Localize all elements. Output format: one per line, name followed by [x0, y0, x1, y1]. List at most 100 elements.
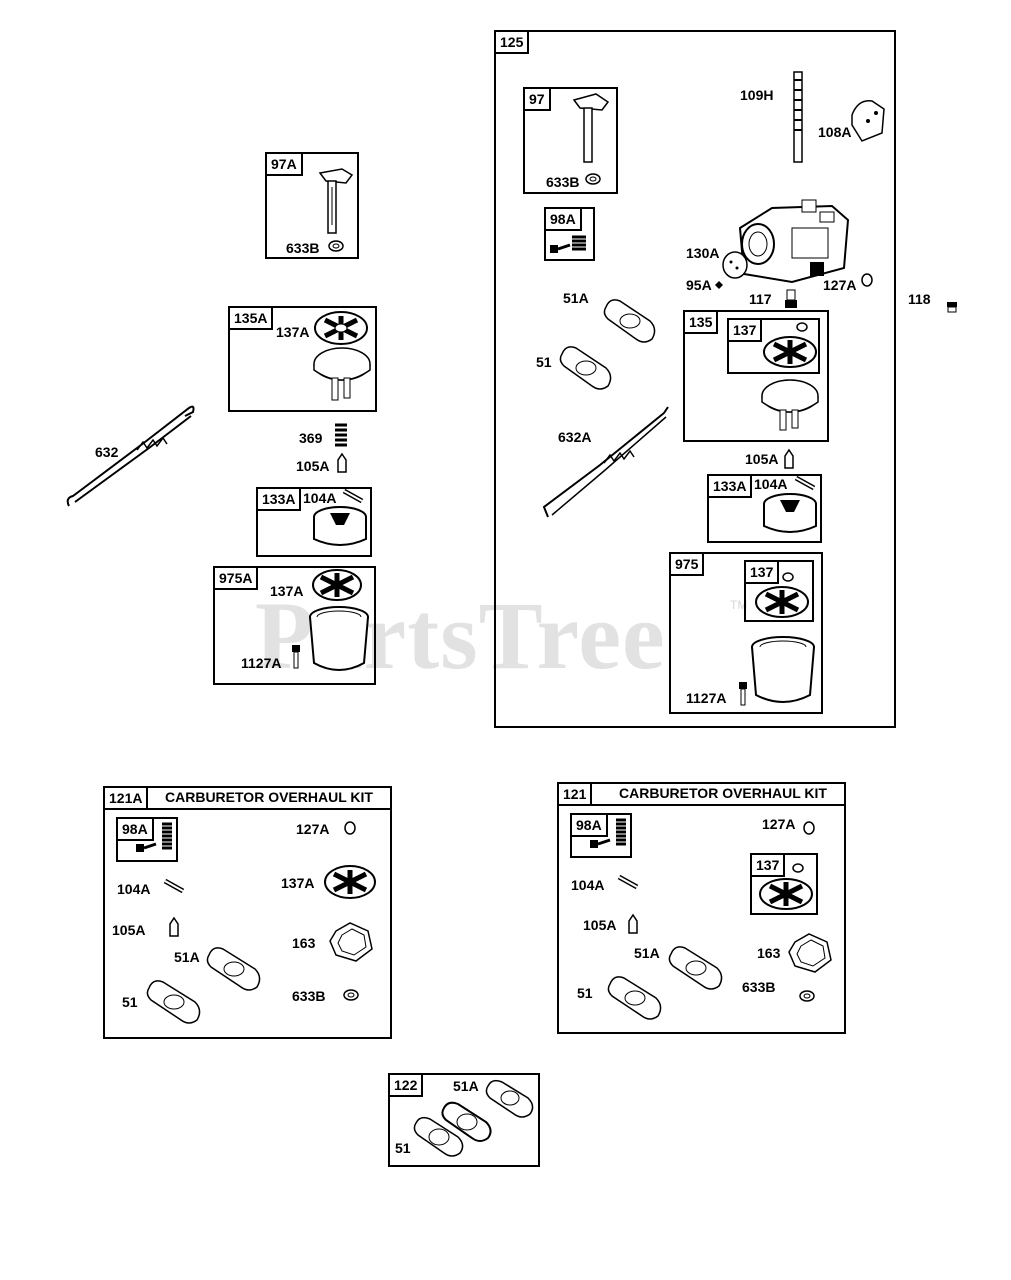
part-label-163[interactable]: 163 [757, 945, 781, 961]
part-label-633B[interactable]: 633B [546, 174, 580, 190]
part-label-105A[interactable]: 105A [112, 922, 146, 938]
part-label-105A[interactable]: 105A [296, 458, 330, 474]
gasket-51A-icon[interactable] [665, 942, 727, 994]
assembly-box-135A[interactable]: 135A [228, 306, 377, 412]
part-label-104A[interactable]: 104A [303, 490, 337, 506]
throttle-plate-icon[interactable] [848, 95, 888, 145]
bowl-screw-icon[interactable] [291, 645, 301, 669]
part-label-1127A[interactable]: 1127A [241, 655, 282, 671]
plug-icon[interactable] [945, 300, 959, 314]
part-label-118[interactable]: 118 [908, 291, 931, 307]
part-label-104A[interactable]: 104A [571, 877, 605, 893]
float-pin-icon[interactable] [163, 879, 185, 893]
assembly-box-135[interactable]: 135 [683, 310, 829, 442]
part-label-51A[interactable]: 51A [453, 1078, 479, 1094]
gasket-spacer-icon[interactable] [438, 1098, 496, 1148]
idle-screw-spring-icon[interactable] [548, 233, 590, 257]
throttle-shaft-icon[interactable] [788, 70, 808, 166]
assembly-box-97[interactable]: 97 [523, 87, 618, 194]
choke-lever-icon[interactable] [568, 88, 614, 166]
part-label-117[interactable]: 117 [749, 291, 772, 307]
part-label-632[interactable]: 632 [95, 444, 119, 460]
part-label-51A[interactable]: 51A [634, 945, 660, 961]
float-icon[interactable] [312, 505, 368, 551]
assembly-box-137[interactable]: 137 [727, 318, 820, 374]
float-bowl-gasket-icon[interactable] [311, 568, 363, 602]
needle-valve-icon[interactable] [169, 918, 179, 940]
part-label-104A[interactable]: 104A [117, 881, 151, 897]
part-label-95A[interactable]: 95A [686, 277, 712, 293]
assembly-box-975[interactable]: 975 [669, 552, 823, 714]
assembly-box-133A-right[interactable]: 133A [707, 474, 822, 543]
float-plate-icon[interactable] [760, 378, 820, 434]
float-bowl-gasket-icon[interactable] [313, 310, 369, 346]
gasket-51-icon[interactable] [556, 342, 616, 394]
float-pin-icon[interactable] [794, 476, 816, 490]
gasket-51A-icon[interactable] [600, 295, 660, 347]
part-label-51[interactable]: 51 [536, 354, 552, 370]
gasket-51-icon[interactable] [410, 1113, 468, 1163]
needle-valve-icon[interactable] [784, 450, 794, 472]
seal-icon[interactable] [585, 173, 601, 185]
carburetor-body-icon[interactable] [732, 198, 850, 292]
needle-valve-icon[interactable] [337, 454, 347, 476]
float-pin-icon[interactable] [617, 875, 639, 889]
choke-lever-icon[interactable] [312, 165, 357, 237]
choke-plate-icon[interactable] [721, 250, 749, 280]
assembly-box-137[interactable]: 137 [744, 560, 814, 622]
seal-icon[interactable] [343, 989, 359, 1001]
part-label-137A[interactable]: 137A [270, 583, 304, 599]
kit-box-121A[interactable]: 121A CARBURETOR OVERHAUL KIT [103, 786, 392, 1039]
part-label-127A[interactable]: 127A [296, 821, 330, 837]
choke-screw-icon[interactable] [714, 280, 724, 290]
gasket-51-icon[interactable] [604, 972, 666, 1024]
part-label-105A[interactable]: 105A [745, 451, 779, 467]
part-label-633B[interactable]: 633B [742, 979, 776, 995]
assembly-box-125[interactable]: 125 [494, 30, 896, 728]
part-label-51A[interactable]: 51A [563, 290, 589, 306]
gasket-51A-icon[interactable] [203, 943, 265, 995]
o-ring-icon[interactable] [343, 821, 357, 835]
part-label-633B[interactable]: 633B [292, 988, 326, 1004]
kit-box-122[interactable]: 122 [388, 1073, 540, 1167]
seal-icon[interactable] [328, 240, 344, 252]
part-label-127A[interactable]: 127A [762, 816, 796, 832]
idle-screw-spring-icon[interactable] [134, 820, 176, 858]
part-label-130A[interactable]: 130A [686, 245, 720, 261]
part-label-1127A[interactable]: 1127A [686, 690, 727, 706]
part-label-369[interactable]: 369 [299, 430, 323, 446]
float-plate-icon[interactable] [312, 346, 372, 402]
needle-valve-icon[interactable] [628, 915, 638, 937]
part-label-51[interactable]: 51 [122, 994, 138, 1010]
assembly-box-97A[interactable]: 97A [265, 152, 359, 259]
part-label-632A[interactable]: 632A [558, 429, 592, 445]
gasket-51A-icon[interactable] [482, 1076, 538, 1122]
main-jet-icon[interactable] [784, 290, 798, 310]
assembly-box-98A[interactable]: 98A [116, 817, 178, 862]
idle-screw-spring-icon[interactable] [588, 816, 630, 854]
gasket-51-icon[interactable] [143, 976, 205, 1028]
part-label-163[interactable]: 163 [292, 935, 316, 951]
governor-link-spring-icon[interactable] [540, 405, 670, 520]
float-bowl-icon[interactable] [750, 635, 816, 709]
gasket-163-icon[interactable] [328, 921, 374, 963]
bowl-screw-icon[interactable] [738, 682, 748, 706]
part-label-137A[interactable]: 137A [281, 875, 315, 891]
governor-link-spring-icon[interactable] [65, 402, 197, 510]
o-ring-icon[interactable] [802, 821, 816, 835]
float-bowl-gasket-icon[interactable] [323, 864, 377, 900]
assembly-box-98A[interactable]: 98A [544, 207, 595, 261]
o-ring-icon[interactable] [860, 273, 874, 287]
part-label-51[interactable]: 51 [577, 985, 593, 1001]
assembly-box-137[interactable]: 137 [750, 853, 818, 915]
assembly-box-133A-left[interactable]: 133A [256, 487, 372, 557]
part-label-104A[interactable]: 104A [754, 476, 788, 492]
part-label-51[interactable]: 51 [395, 1140, 411, 1156]
float-bowl-gasket-icon[interactable] [756, 860, 816, 912]
float-pin-icon[interactable] [342, 489, 364, 503]
spring-icon[interactable] [333, 422, 349, 448]
float-bowl-gasket-icon[interactable] [752, 570, 810, 620]
float-icon[interactable] [762, 492, 818, 538]
seal-icon[interactable] [799, 990, 815, 1002]
part-label-105A[interactable]: 105A [583, 917, 617, 933]
